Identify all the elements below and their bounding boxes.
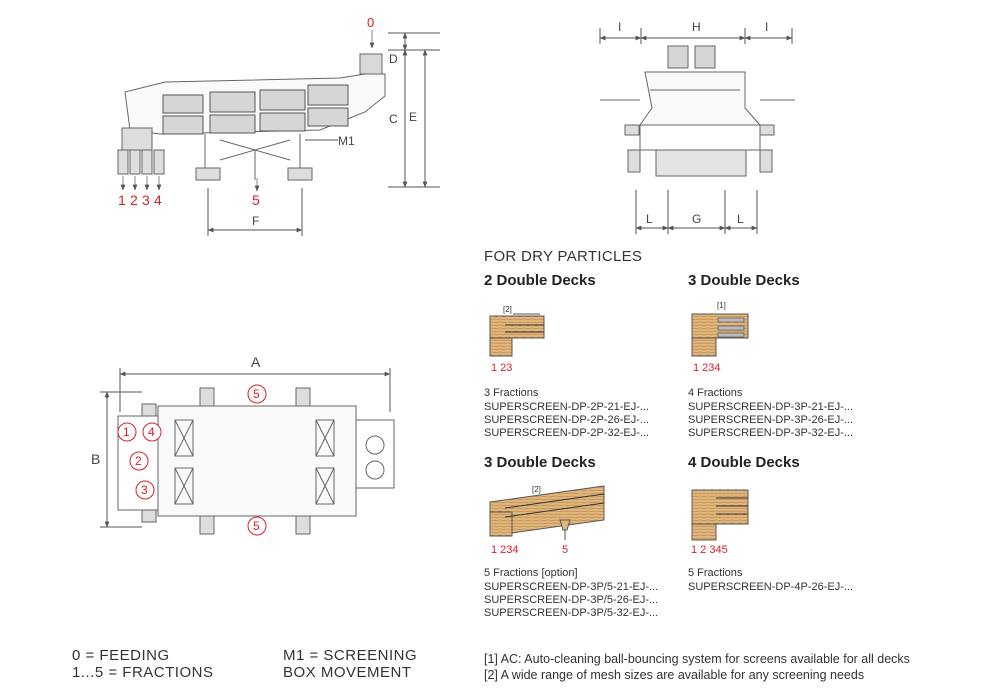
fraction-2: 2 [130, 192, 138, 208]
side-view [117, 53, 386, 181]
model-code: SUPERSCREEN-DP-3P-26-EJ-... [688, 414, 854, 426]
legend-fractions: 1...5 = FRACTIONS [72, 664, 214, 681]
model-code: SUPERSCREEN-DP-4P-26-EJ-... [688, 581, 854, 593]
deck-thumb-2dd [489, 313, 545, 357]
model-code: SUPERSCREEN-DP-3P-32-EJ-... [688, 427, 854, 439]
dim-h: H [692, 20, 701, 34]
deck-thumb-3dd [691, 313, 749, 357]
model-code: SUPERSCREEN-DP-2P-21-EJ-... [484, 401, 650, 413]
dim-b: B [91, 451, 101, 467]
legend-m1-line2: BOX MOVEMENT [283, 664, 412, 681]
deck-thumb-3dd-option [489, 485, 605, 540]
config-tag: [1] [717, 301, 726, 310]
note-mesh: [2] A wide range of mesh sizes are avail… [484, 668, 865, 682]
config-heading: 3 Double Decks [688, 272, 800, 289]
model-code: SUPERSCREEN-DP-3P/5-21-EJ-... [484, 581, 659, 593]
dim-a: A [251, 354, 261, 370]
config-heading: 2 Double Decks [484, 272, 596, 289]
fraction-3: 3 [142, 192, 150, 208]
plan-circle-3: 3 [141, 483, 148, 497]
config-fraction-marks: 1 23 [491, 362, 513, 374]
config-fraction-marks: 1 2 345 [691, 544, 728, 556]
config-tag: [2] [532, 485, 541, 494]
m1-label: M1 [338, 134, 355, 148]
fraction-1: 1 [118, 192, 126, 208]
dim-e: E [409, 110, 418, 124]
fraction-5: 5 [252, 192, 260, 208]
feed-marker: 0 [367, 15, 375, 30]
dim-f: F [252, 214, 260, 228]
model-code: SUPERSCREEN-DP-2P-26-EJ-... [484, 414, 650, 426]
note-ac: [1] AC: Auto-cleaning ball-bouncing syst… [484, 652, 910, 666]
model-code: SUPERSCREEN-DP-3P/5-32-EJ-... [484, 607, 659, 619]
plan-view [117, 387, 395, 535]
deck-thumb-4dd [691, 489, 749, 541]
config-fraction-marks: 1 234 [491, 544, 519, 556]
dim-c: C [389, 112, 398, 126]
legend-m1-line1: M1 = SCREENING [283, 647, 418, 664]
config-fractions-label: 5 Fractions [option] [484, 567, 578, 579]
legend-feeding: 0 = FEEDING [72, 647, 170, 664]
dim-i-right: I [765, 20, 769, 34]
config-fractions-label: 4 Fractions [688, 387, 743, 399]
config-extra-mark: 5 [562, 544, 569, 556]
plan-circle-1: 1 [123, 425, 130, 439]
model-code: SUPERSCREEN-DP-3P/5-26-EJ-... [484, 594, 659, 606]
end-view [600, 45, 795, 177]
config-heading: 4 Double Decks [688, 454, 800, 471]
config-fractions-label: 3 Fractions [484, 387, 539, 399]
dim-l-left: L [646, 212, 653, 226]
fraction-4: 4 [154, 192, 162, 208]
config-fraction-marks: 1 234 [693, 362, 721, 374]
plan-circle-4: 4 [148, 425, 155, 439]
plan-circle-5-top: 5 [253, 387, 260, 401]
plan-circle-5-bottom: 5 [253, 519, 260, 533]
section-title: FOR DRY PARTICLES [484, 248, 643, 265]
dim-d: D [389, 52, 398, 66]
model-code: SUPERSCREEN-DP-2P-32-EJ-... [484, 427, 650, 439]
model-code: SUPERSCREEN-DP-3P-21-EJ-... [688, 401, 854, 413]
dim-l-right: L [737, 212, 744, 226]
config-fractions-label: 5 Fractions [688, 567, 743, 579]
plan-circle-2: 2 [135, 454, 142, 468]
dim-g: G [692, 212, 702, 226]
dim-i-left: I [618, 20, 622, 34]
config-tag: [2] [503, 305, 512, 314]
config-heading: 3 Double Decks [484, 454, 596, 471]
